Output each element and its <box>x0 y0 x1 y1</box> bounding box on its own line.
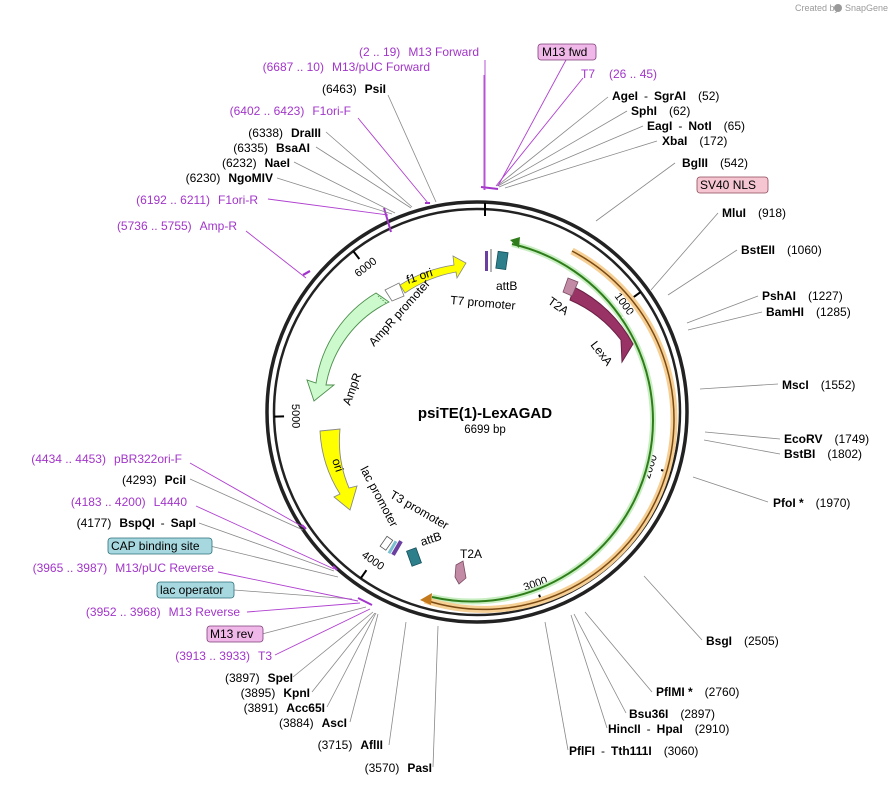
primer-f1ori-f[interactable]: (6402 .. 6423)F1ori-F <box>230 104 351 118</box>
ruler-label-4000: 4000 <box>359 549 386 573</box>
site-pfoi[interactable]: PfoI *(1970) <box>773 496 850 510</box>
feature-attb-top[interactable]: attB <box>495 250 518 293</box>
site-aflii[interactable]: (3715)AflII <box>318 738 383 752</box>
feature-ampr[interactable]: AmpR <box>306 292 390 407</box>
primer-amp-r[interactable]: (5736 .. 5755)Amp-R <box>117 219 237 233</box>
primer-l4440-mark <box>332 565 338 571</box>
orf-orange-arc <box>424 250 675 611</box>
ori-label: ori <box>329 457 346 474</box>
cap-binding-site-label: CAP binding site <box>111 539 200 553</box>
plasmid-name: psiTE(1)-LexAGAD <box>418 405 552 422</box>
primer-m13-puc-forward[interactable]: (6687 .. 10)M13/pUC Forward <box>263 60 430 74</box>
orf-green-arrow-icon <box>510 237 520 248</box>
brand-created-by: Created by <box>795 3 840 13</box>
site-bglii[interactable]: BglII(542) <box>682 156 748 170</box>
attb-top-label: attB <box>496 279 517 293</box>
site-naei[interactable]: (6232)NaeI <box>222 156 290 170</box>
feature-t2a-bottom[interactable]: T2A <box>454 547 482 585</box>
feature-lac-promoter[interactable]: lac promoter <box>357 464 401 551</box>
lac-operator-label: lac operator <box>160 583 223 597</box>
site-bamhi[interactable]: BamHI(1285) <box>766 305 851 319</box>
site-kpni[interactable]: (3895)KpnI <box>241 686 310 700</box>
site-mlui[interactable]: MluI(918) <box>722 206 786 220</box>
site-pflfi-tth111i[interactable]: PflFI-Tth111I(3060) <box>569 744 698 758</box>
attb-bottom-label: attB <box>419 529 444 549</box>
brand-name: SnapGene <box>845 3 888 13</box>
site-agei-sgrai[interactable]: AgeI-SgrAI(52) <box>612 89 719 103</box>
primer-m13-reverse-mark <box>357 597 373 606</box>
feature-m13-fwd-box[interactable]: M13 fwd <box>537 43 597 61</box>
feature-ori[interactable]: ori <box>319 428 358 511</box>
ampr-label: AmpR <box>340 371 365 407</box>
site-eagi-noti[interactable]: EagI-NotI(65) <box>647 119 745 133</box>
site-bspqi-sapi[interactable]: (4177)BspQI-SapI <box>77 516 196 530</box>
primer-pbr322ori-f[interactable]: (4434 .. 4453)pBR322ori-F <box>31 452 182 466</box>
lexa-label: LexA <box>588 338 616 368</box>
feature-cap-binding-site-box[interactable]: CAP binding site <box>107 537 213 555</box>
feature-t7-promoter[interactable]: T7 promoter <box>450 249 516 313</box>
site-msci[interactable]: MscI(1552) <box>782 378 855 392</box>
t2a-top-label: T2A <box>545 294 571 318</box>
site-hincii-hpai[interactable]: HincII-HpaI(2910) <box>608 722 729 736</box>
site-ecorv[interactable]: EcoRV(1749) <box>784 432 869 446</box>
ruler-tick-6000 <box>352 250 361 260</box>
backbone <box>265 200 689 624</box>
snapgene-logo-icon <box>834 4 842 12</box>
ruler-tick-4000 <box>359 569 368 579</box>
left-labels: (2 .. 19)M13 Forward (6687 .. 10)M13/pUC… <box>31 45 479 775</box>
plasmid-length: 6699 bp <box>464 424 506 436</box>
primer-m13-forward[interactable]: (2 .. 19)M13 Forward <box>359 45 479 59</box>
site-xbai[interactable]: XbaI(172) <box>662 134 727 148</box>
feature-f1-ori[interactable]: f1 ori <box>399 255 467 294</box>
site-draiii[interactable]: (6338)DraIII <box>248 126 321 140</box>
t7-promoter-label: T7 promoter <box>450 293 516 313</box>
feature-lac-operator-box[interactable]: lac operator <box>156 581 235 599</box>
ruler-label-5000: 5000 <box>289 404 302 429</box>
primer-f1ori-r[interactable]: (6192 .. 6211)F1ori-R <box>136 193 258 207</box>
site-bstbi[interactable]: BstBI(1802) <box>784 447 862 461</box>
site-pshai[interactable]: PshAI(1227) <box>762 289 843 303</box>
m13-rev-label: M13 rev <box>210 627 253 641</box>
ruler-label-6000: 6000 <box>353 255 380 279</box>
sv40-nls-label: SV40 NLS <box>700 178 756 192</box>
site-psii[interactable]: (6463)PsiI <box>322 82 386 96</box>
t2a-bottom-label: T2A <box>460 547 482 561</box>
m13-fwd-label: M13 fwd <box>542 45 587 59</box>
primer-t7[interactable]: T7(26 .. 45) <box>581 67 657 81</box>
orf-green-arc <box>431 243 654 603</box>
site-acc65i[interactable]: (3891)Acc65I <box>244 701 325 715</box>
site-bsaai[interactable]: (6335)BsaAI <box>233 141 310 155</box>
ruler-tick-1000 <box>632 291 642 299</box>
primer-amp-r-mark <box>302 270 311 276</box>
t3-promoter-label: T3 promoter <box>388 487 452 532</box>
primer-l4440[interactable]: (4183 .. 4200)L4440 <box>71 495 187 509</box>
site-bsteii[interactable]: BstEII(1060) <box>741 243 822 257</box>
top-labels: M13 fwd T7(26 .. 45) <box>537 43 657 81</box>
primer-m13-reverse[interactable]: (3952 .. 3968)M13 Reverse <box>86 605 240 619</box>
site-asci[interactable]: (3884)AscI <box>279 716 347 730</box>
site-pcii[interactable]: (4293)PciI <box>122 473 186 487</box>
site-spei[interactable]: (3897)SpeI <box>225 671 293 685</box>
primer-pbr322-mark <box>301 524 307 530</box>
site-pasi[interactable]: (3570)PasI <box>365 761 432 775</box>
feature-sv40-nls-box[interactable]: SV40 NLS <box>696 176 769 194</box>
orf-orange-arrow-icon <box>420 593 432 605</box>
site-bsu36i[interactable]: Bsu36I(2897) <box>629 707 715 721</box>
site-ngomiv[interactable]: (6230)NgoMIV <box>186 171 273 185</box>
site-sphi[interactable]: SphI(62) <box>631 104 690 118</box>
primer-t3[interactable]: (3913 .. 3933)T3 <box>175 649 272 663</box>
feature-ampr-promoter[interactable]: AmpR promoter <box>366 277 433 349</box>
leader-lines <box>189 59 781 768</box>
feature-m13-rev-box[interactable]: M13 rev <box>206 625 264 643</box>
site-pflmi[interactable]: PflMI *(2760) <box>656 685 739 699</box>
site-bsgi[interactable]: BsgI(2505) <box>706 634 779 648</box>
feature-attb-bottom[interactable]: attB <box>406 529 444 567</box>
primer-m13-puc-reverse[interactable]: (3965 .. 3987)M13/pUC Reverse <box>33 561 215 575</box>
right-labels: AgeI-SgrAI(52) SphI(62) EagI-NotI(65) Xb… <box>569 89 869 758</box>
